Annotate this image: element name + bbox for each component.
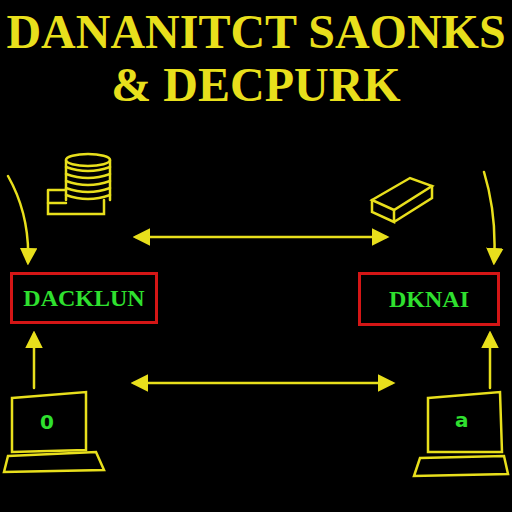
laptop <box>4 392 104 472</box>
process-box: DKNAI <box>358 272 500 326</box>
box-label: DKNAI <box>389 286 469 313</box>
box-label: DACKLUN <box>23 285 144 312</box>
process-box: DACKLUN <box>10 272 158 324</box>
curved-arrow <box>484 172 495 262</box>
screen-label: 0 <box>40 412 54 432</box>
double-arrow <box>134 382 392 385</box>
gold-bar <box>372 178 432 222</box>
curved-arrow <box>8 176 28 262</box>
double-arrow <box>136 236 386 239</box>
up-arrow <box>33 334 36 388</box>
laptop <box>414 392 508 476</box>
screen-label: a <box>455 410 469 430</box>
diagram-title: DANANITCT SAONKS & DECPURK <box>6 6 506 112</box>
coin-stack <box>48 154 110 214</box>
up-arrow <box>489 334 492 388</box>
